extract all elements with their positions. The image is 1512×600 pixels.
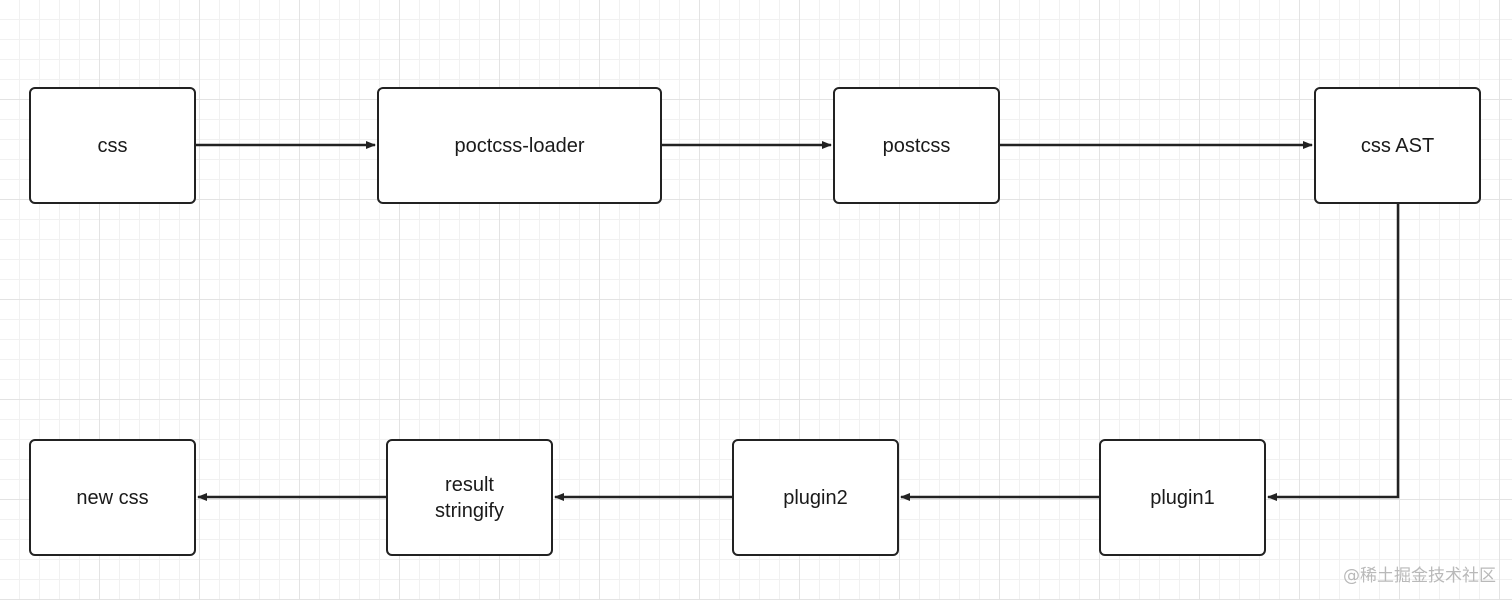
node-css[interactable]: css	[29, 87, 196, 204]
node-postcss[interactable]: postcss	[833, 87, 1000, 204]
node-result-stringify[interactable]: result stringify	[386, 439, 553, 556]
watermark-text: @稀土掘金技术社区	[1343, 566, 1496, 586]
node-poctcss-loader[interactable]: poctcss-loader	[377, 87, 662, 204]
node-css-ast[interactable]: css AST	[1314, 87, 1481, 204]
edge-ast-to-plugin1	[1267, 204, 1400, 501]
node-plugin2[interactable]: plugin2	[732, 439, 899, 556]
node-new-css[interactable]: new css	[29, 439, 196, 556]
node-plugin1[interactable]: plugin1	[1099, 439, 1266, 556]
